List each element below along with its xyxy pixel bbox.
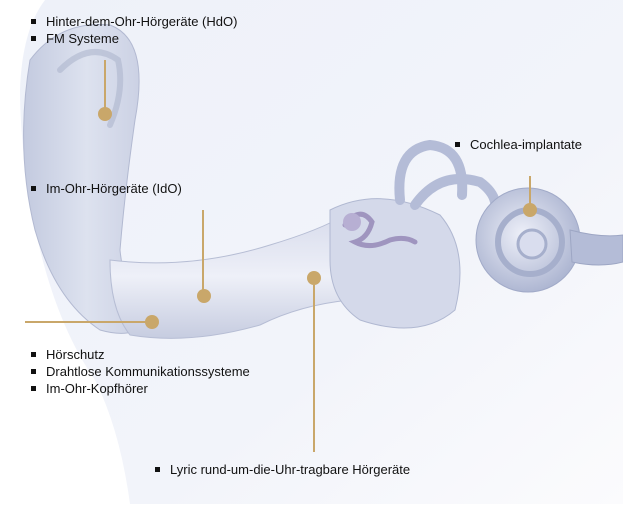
callout-cochlear: Cochlea-implantate <box>452 136 582 153</box>
malleus <box>343 213 361 231</box>
callout-bte-item: FM Systeme <box>28 30 237 47</box>
callout-bte: Hinter-dem-Ohr-Hörgeräte (HdO) FM System… <box>28 13 237 47</box>
leader-protection-dot <box>145 315 159 329</box>
callout-protection-item: Hörschutz <box>28 346 250 363</box>
callout-lyric: Lyric rund-um-die-Uhr-tragbare Hörgeräte <box>152 461 410 478</box>
callout-bte-item: Hinter-dem-Ohr-Hörgeräte (HdO) <box>28 13 237 30</box>
callout-protection: Hörschutz Drahtlose Kommunikationssystem… <box>28 346 250 397</box>
leader-bte-dot <box>98 107 112 121</box>
callout-cochlear-item: Cochlea-implantate <box>452 136 582 153</box>
leader-lyric-dot <box>307 271 321 285</box>
callout-protection-item: Drahtlose Kommunikationssysteme <box>28 363 250 380</box>
callout-protection-item: Im-Ohr-Kopfhörer <box>28 380 250 397</box>
cochlea-inner <box>518 230 546 258</box>
callout-lyric-item: Lyric rund-um-die-Uhr-tragbare Hörgeräte <box>152 461 410 478</box>
callout-ite: Im-Ohr-Hörgeräte (IdO) <box>28 180 182 197</box>
callout-ite-item: Im-Ohr-Hörgeräte (IdO) <box>28 180 182 197</box>
leader-ite-dot <box>197 289 211 303</box>
leader-cochlear-dot <box>523 203 537 217</box>
auditory-nerve <box>570 230 623 265</box>
